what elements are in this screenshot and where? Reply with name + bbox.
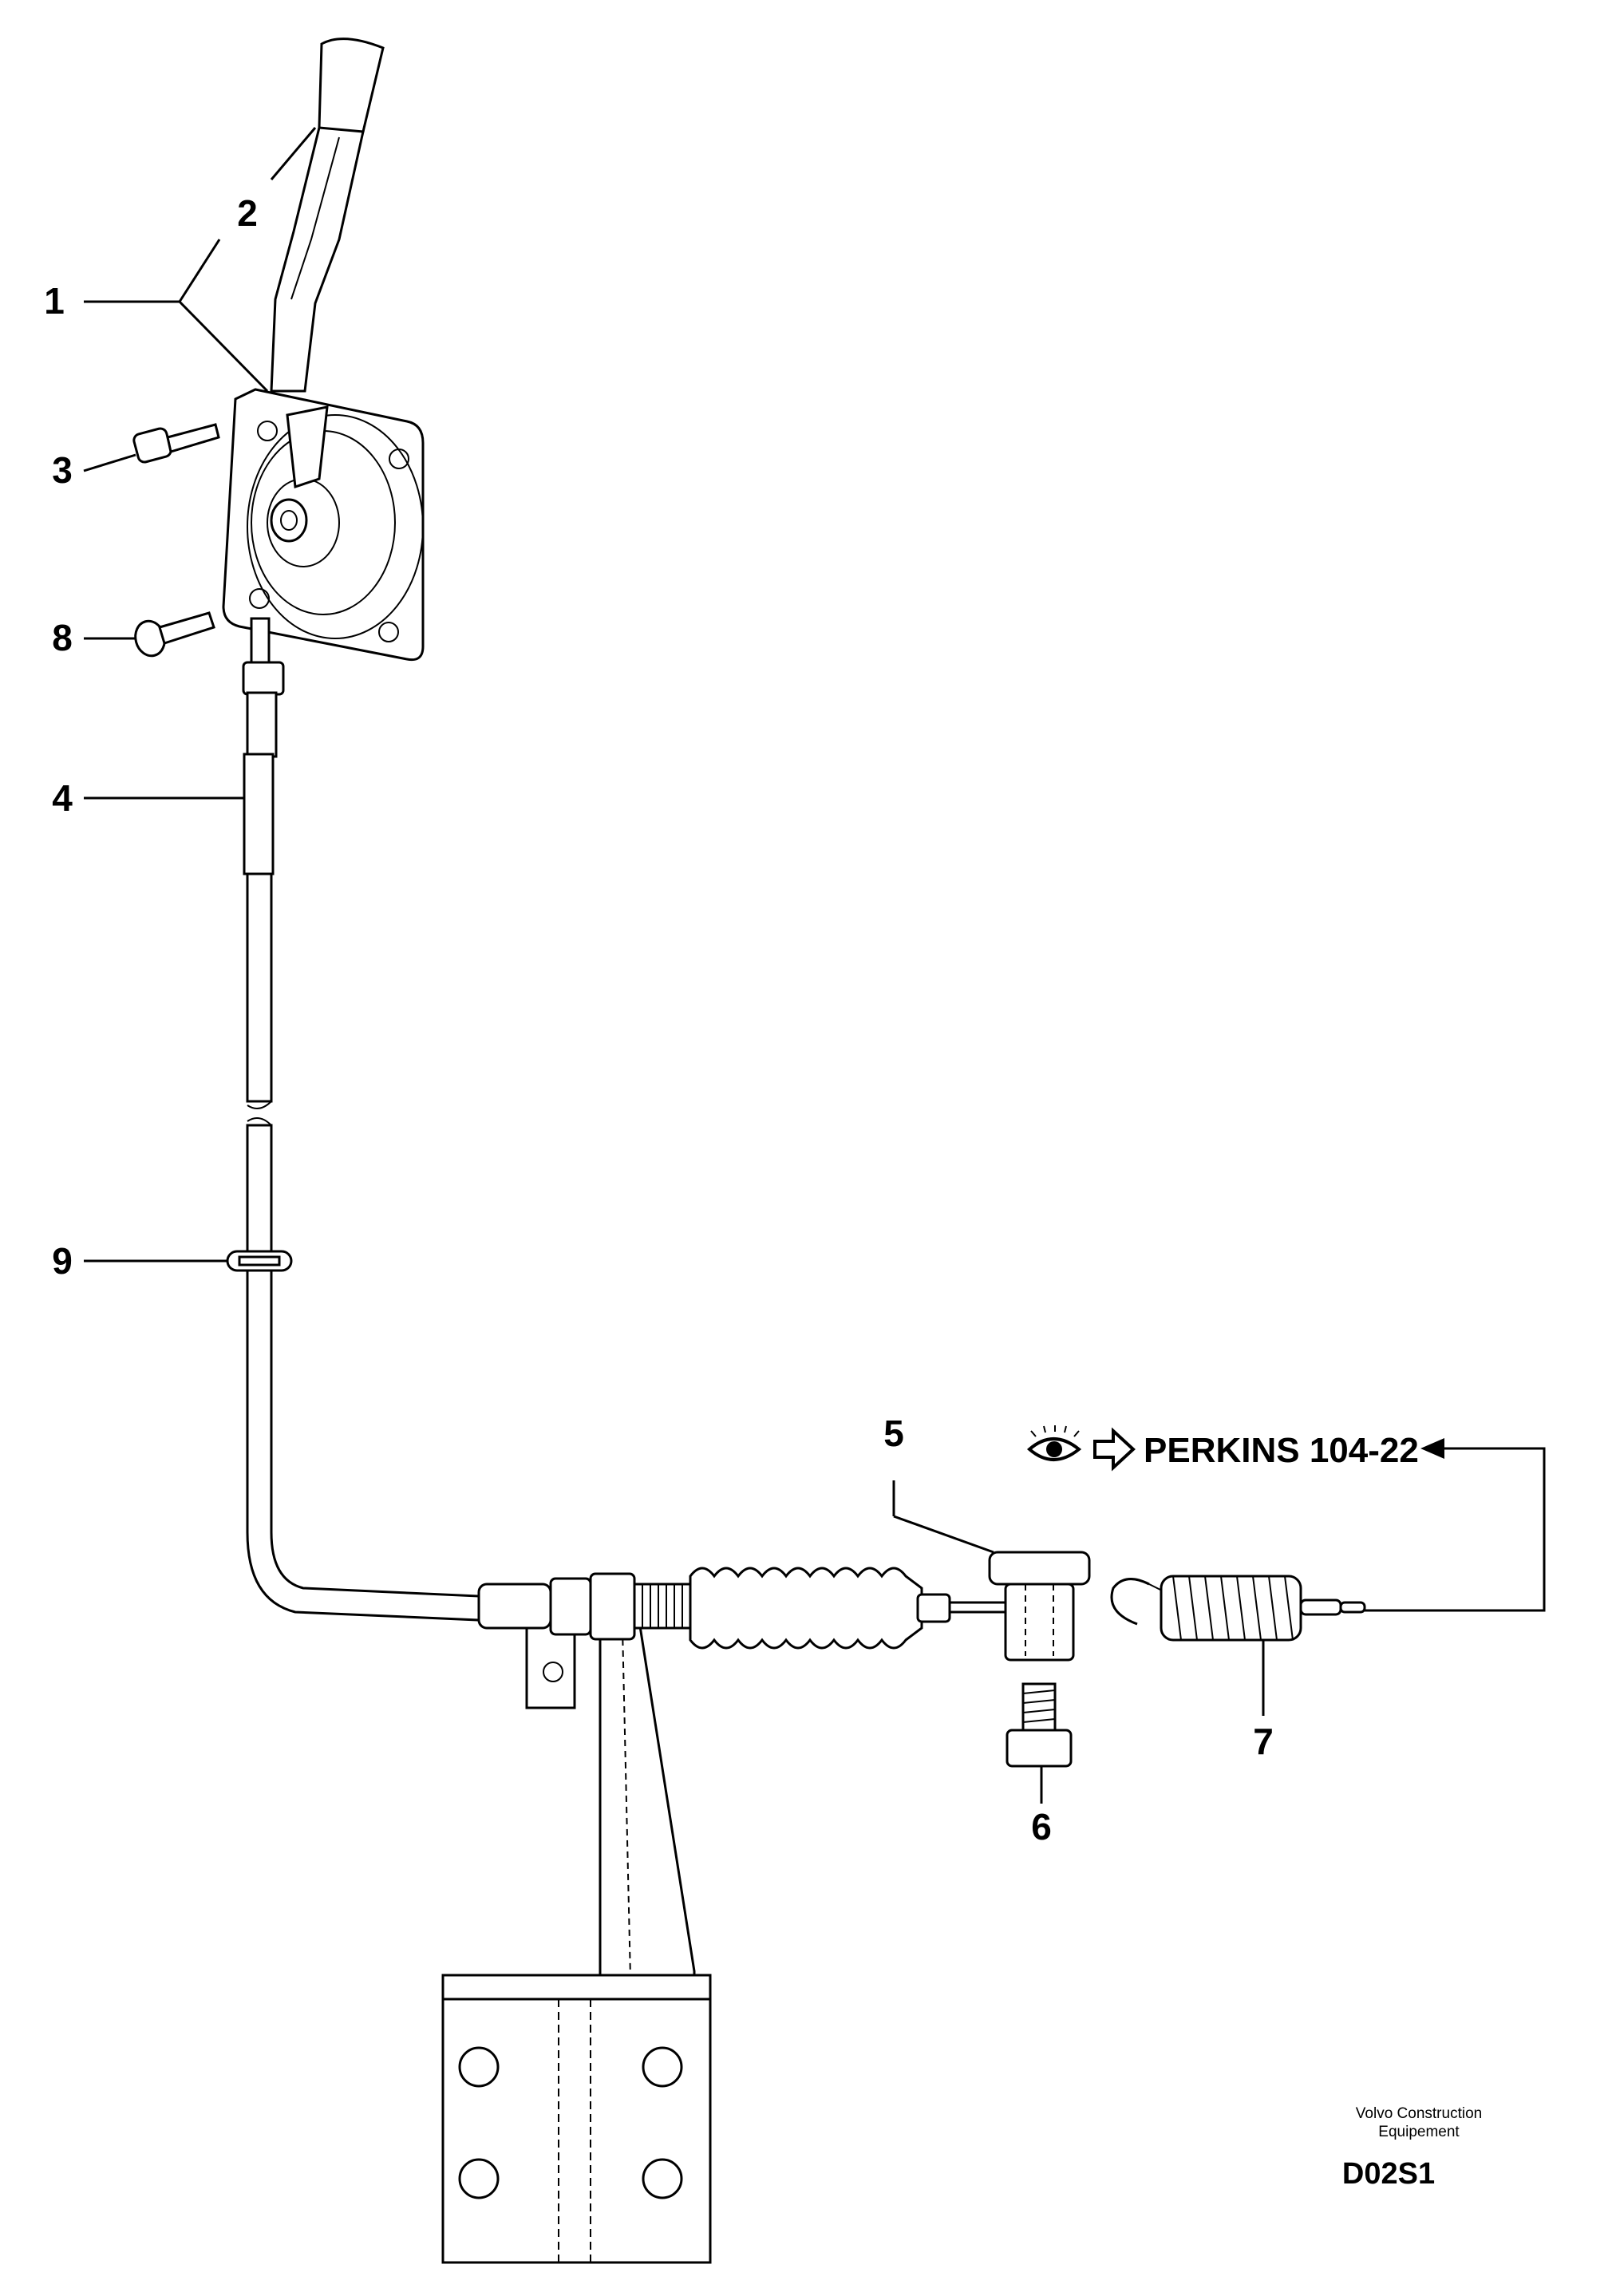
bolt-6: [1006, 1682, 1073, 1768]
callout-8: 8: [52, 617, 73, 658]
brand-line-2: Equipement: [1378, 2124, 1460, 2140]
eye-icon: [1026, 1425, 1082, 1461]
drawing-code: D02S1: [1342, 2157, 1435, 2191]
callout-6: 6: [1031, 1806, 1052, 1847]
callout-1: 1: [44, 280, 65, 322]
screw-3: [132, 423, 220, 464]
callout-2: 2: [237, 192, 258, 234]
brand-line-1: Volvo Construction: [1356, 2105, 1482, 2122]
reference-text: PERKINS 104-22: [1144, 1431, 1419, 1470]
callout-4: 4: [52, 777, 73, 819]
control-cable: [242, 617, 480, 1622]
callout-3: 3: [52, 449, 73, 491]
mounting-bracket: [441, 1614, 712, 2264]
leader-lines: [83, 127, 1546, 1804]
grommet: [226, 1250, 293, 1272]
clevis-block: [988, 1551, 1091, 1662]
control-lever: [270, 38, 385, 393]
callout-9: 9: [52, 1240, 73, 1282]
outline-arrow-right-icon: [1093, 1427, 1136, 1472]
callout-5: 5: [883, 1413, 904, 1454]
screw-8: [134, 611, 215, 658]
return-spring: [1110, 1575, 1366, 1642]
callout-7: 7: [1253, 1721, 1274, 1762]
cable-end-fitting: [477, 1572, 692, 1641]
lever-base-plate: [222, 388, 425, 662]
rubber-bellows: [689, 1567, 1011, 1650]
